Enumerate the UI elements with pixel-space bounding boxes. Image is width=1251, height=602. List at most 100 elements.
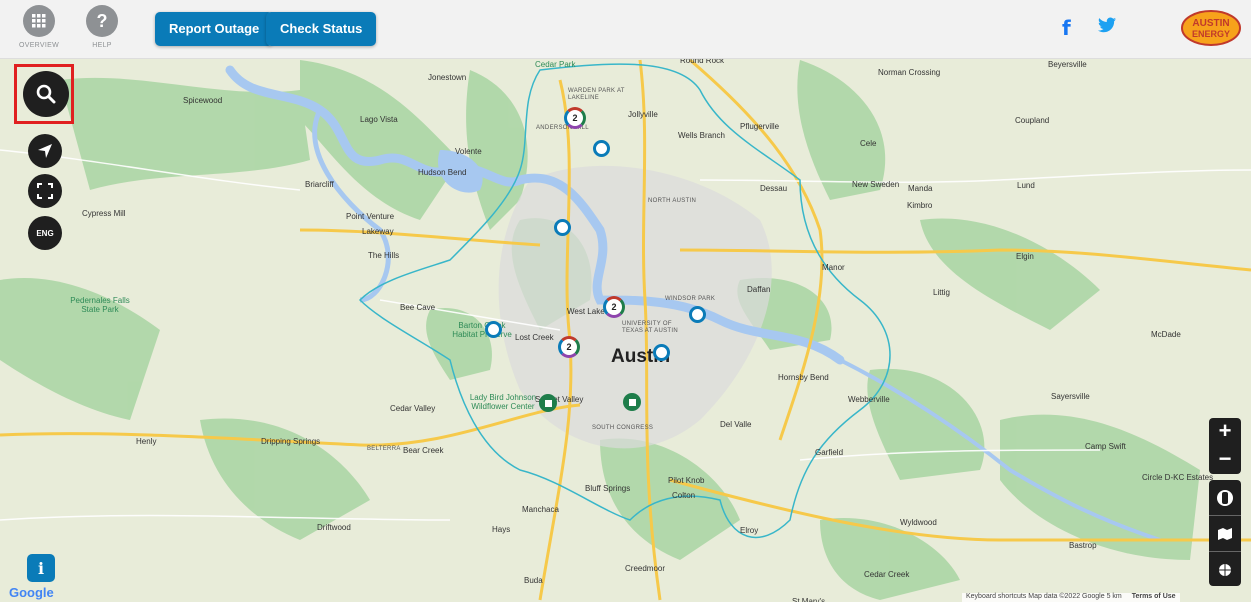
map-attribution: Keyboard shortcuts Map data ©2022 Google… <box>962 593 1180 602</box>
place-label: Jollyville <box>628 110 658 119</box>
locate-button[interactable] <box>28 134 62 168</box>
traffic-light-icon <box>1217 489 1233 506</box>
zoom-controls: + − <box>1209 418 1241 474</box>
place-label: Elgin <box>1016 252 1034 261</box>
grid-icon <box>23 5 55 37</box>
info-button[interactable]: i <box>27 554 55 582</box>
place-label: Hudson Bend <box>418 168 467 177</box>
globe-layer-button[interactable] <box>1209 551 1241 587</box>
place-label: Buda <box>524 576 543 585</box>
place-label: Kimbro <box>907 201 933 210</box>
search-button[interactable] <box>23 71 69 117</box>
map-layer-button[interactable] <box>1209 515 1241 551</box>
place-label: Round Rock <box>680 59 725 65</box>
place-label: St Mary's <box>792 597 826 602</box>
austin-energy-logo: AUSTIN ENERGY <box>1180 6 1242 50</box>
traffic-layer-button[interactable] <box>1209 480 1241 515</box>
place-label: Pilot Knob <box>668 476 705 485</box>
map-canvas[interactable] <box>0 59 1251 602</box>
place-label: Sayersville <box>1051 392 1090 401</box>
place-label: Bastrop <box>1069 541 1097 550</box>
place-label: West Lake Hills <box>567 307 622 316</box>
place-label: Cedar Park <box>535 60 576 69</box>
layer-controls <box>1209 480 1241 586</box>
search-icon <box>36 84 56 104</box>
place-label: Wyldwood <box>900 518 937 527</box>
outage-marker[interactable] <box>554 219 571 236</box>
place-label: Colton <box>672 491 696 500</box>
google-logo: Google <box>9 585 54 600</box>
place-label: Volente <box>455 147 482 156</box>
crew-marker[interactable] <box>623 393 641 411</box>
place-label: Cypress Mill <box>82 209 126 218</box>
outage-marker[interactable] <box>653 344 670 361</box>
cluster-marker[interactable]: 2 <box>564 107 586 129</box>
place-label: Point Venture <box>346 212 395 221</box>
logo-line2: ENERGY <box>1192 29 1230 39</box>
place-label: Webberville <box>848 395 890 404</box>
outage-marker[interactable] <box>689 306 706 323</box>
map-icon <box>1218 527 1232 540</box>
place-label: Hornsby Bend <box>778 373 829 382</box>
place-label: Dessau <box>760 184 788 193</box>
place-label: Garfield <box>815 448 844 457</box>
place-label: Driftwood <box>317 523 351 532</box>
lake-travis-arm <box>312 108 391 303</box>
place-label: Barton Creek Habitat Preserve <box>452 321 512 339</box>
place-label: Cele <box>860 139 877 148</box>
crew-marker[interactable] <box>539 394 557 412</box>
search-highlight-box <box>14 64 74 124</box>
place-label: Sunset Valley <box>535 395 584 404</box>
place-label: Bear Creek <box>403 446 444 455</box>
place-label: Cedar Valley <box>390 404 436 413</box>
outage-marker[interactable] <box>593 140 610 157</box>
zoom-out-button[interactable]: − <box>1218 446 1232 471</box>
language-button[interactable]: ENG <box>28 216 62 250</box>
report-outage-button[interactable]: Report Outage <box>155 12 274 46</box>
zoom-in-button[interactable]: + <box>1218 418 1232 443</box>
place-label: Bee Cave <box>400 303 436 312</box>
logo-line1: AUSTIN <box>1192 18 1229 29</box>
fullscreen-button[interactable] <box>28 174 62 208</box>
facebook-icon[interactable]: f <box>1062 16 1071 40</box>
place-label: McDade <box>1151 330 1181 339</box>
river-east <box>839 358 1161 542</box>
lake-area <box>438 150 483 193</box>
fullscreen-icon <box>37 183 53 199</box>
place-label: Pflugerville <box>740 122 780 131</box>
place-label: Manchaca <box>522 505 559 514</box>
place-label: Coupland <box>1015 116 1050 125</box>
place-label: Beyersville <box>1048 60 1087 69</box>
place-label: Wells Branch <box>678 131 725 140</box>
attribution-text[interactable]: Keyboard shortcuts Map data ©2022 Google… <box>966 593 1122 600</box>
place-label: ANDERSON MILL <box>536 125 589 131</box>
place-label: Jonestown <box>428 73 467 82</box>
place-label: Lund <box>1017 181 1035 190</box>
place-label: Lady Bird Johnson Wildflower Center <box>469 393 537 411</box>
service-boundary <box>358 63 891 539</box>
place-label: Elroy <box>740 526 759 535</box>
overview-button[interactable]: OVERVIEW <box>9 5 69 49</box>
place-label: Circle D-KC Estates <box>1142 473 1214 482</box>
square-icon <box>544 399 552 407</box>
place-label: Manda <box>908 184 933 193</box>
place-label: Camp Swift <box>1085 442 1126 451</box>
question-icon: ? <box>86 5 118 37</box>
place-label: Manor <box>822 263 845 272</box>
check-status-button[interactable]: Check Status <box>266 12 377 46</box>
place-label: Cedar Creek <box>864 570 910 579</box>
place-label: NORTH AUSTIN <box>648 198 697 204</box>
cluster-marker[interactable]: 2 <box>558 336 580 358</box>
place-label: Del Valle <box>720 420 752 429</box>
terms-link[interactable]: Terms of Use <box>1131 593 1176 600</box>
top-bar: OVERVIEW ? HELP Report Outage Check Stat… <box>0 0 1251 59</box>
place-label: Creedmoor <box>625 564 666 573</box>
place-label: Briarcliff <box>305 180 334 189</box>
help-button[interactable]: ? HELP <box>72 5 132 49</box>
place-label: New Sweden <box>852 180 900 189</box>
overview-label: OVERVIEW <box>18 42 59 49</box>
cluster-marker[interactable]: 2 <box>603 296 625 318</box>
twitter-icon[interactable] <box>1098 16 1116 39</box>
outage-marker[interactable] <box>485 321 502 338</box>
